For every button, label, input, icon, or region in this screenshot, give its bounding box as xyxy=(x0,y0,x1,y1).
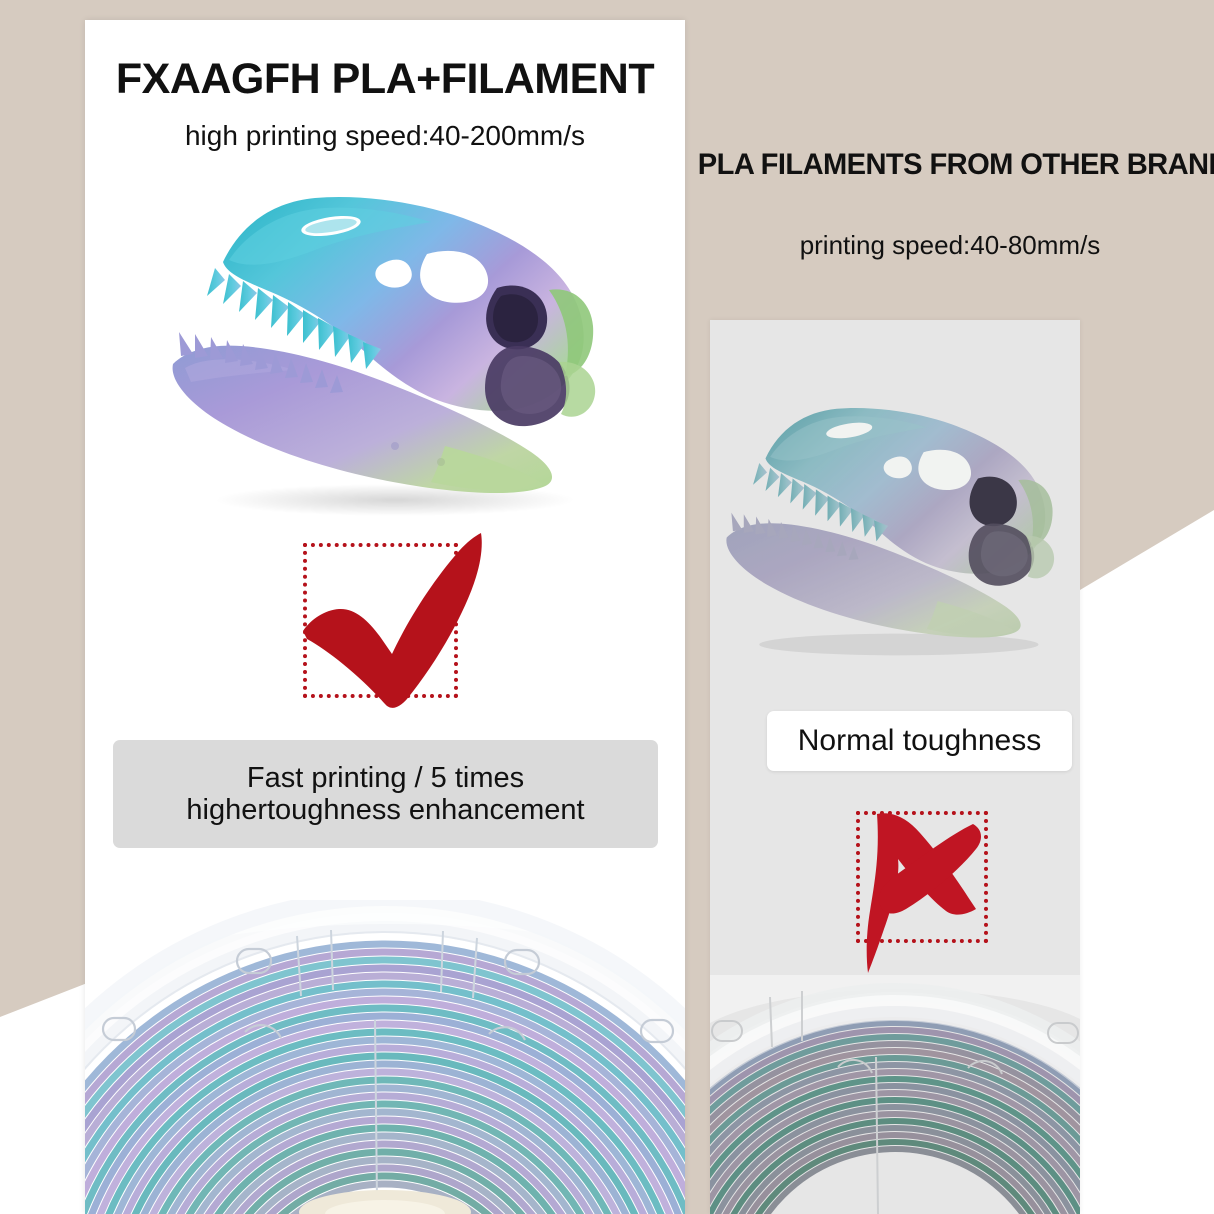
right-filament-spool xyxy=(710,975,1080,1214)
cross-dotted-frame xyxy=(856,811,988,943)
left-product-panel: FXAAGFH PLA+FILAMENT high printing speed… xyxy=(85,20,685,1214)
left-panel-title: FXAAGFH PLA+FILAMENT xyxy=(115,55,655,103)
right-panel-headline: PLA FILAMENTS FROM OTHER BRANDS xyxy=(697,148,1214,181)
check-mark-icon xyxy=(303,533,482,708)
left-caption-line-1: Fast printing / 5 times xyxy=(246,761,525,794)
left-caption-line-2: highertoughness enhancement xyxy=(186,794,585,826)
cross-mark-badge xyxy=(850,805,1000,973)
left-caption-box: Fast printing / 5 times highertoughness … xyxy=(113,740,658,848)
right-caption-box: Normal toughness xyxy=(767,711,1072,771)
right-skull-image xyxy=(705,365,1085,665)
right-panel-subtitle: printing speed:40-80mm/s xyxy=(799,230,1101,260)
cross-mark-icon xyxy=(866,813,982,973)
right-caption-text: Normal toughness xyxy=(797,724,1042,757)
left-skull-image xyxy=(145,150,635,520)
left-panel-subtitle: high printing speed:40-200mm/s xyxy=(184,120,585,151)
left-filament-spool xyxy=(85,900,685,1214)
background-wedge-right xyxy=(1080,510,1214,1214)
right-product-panel: Normal toughness xyxy=(710,320,1080,1214)
check-mark-badge xyxy=(295,525,482,708)
